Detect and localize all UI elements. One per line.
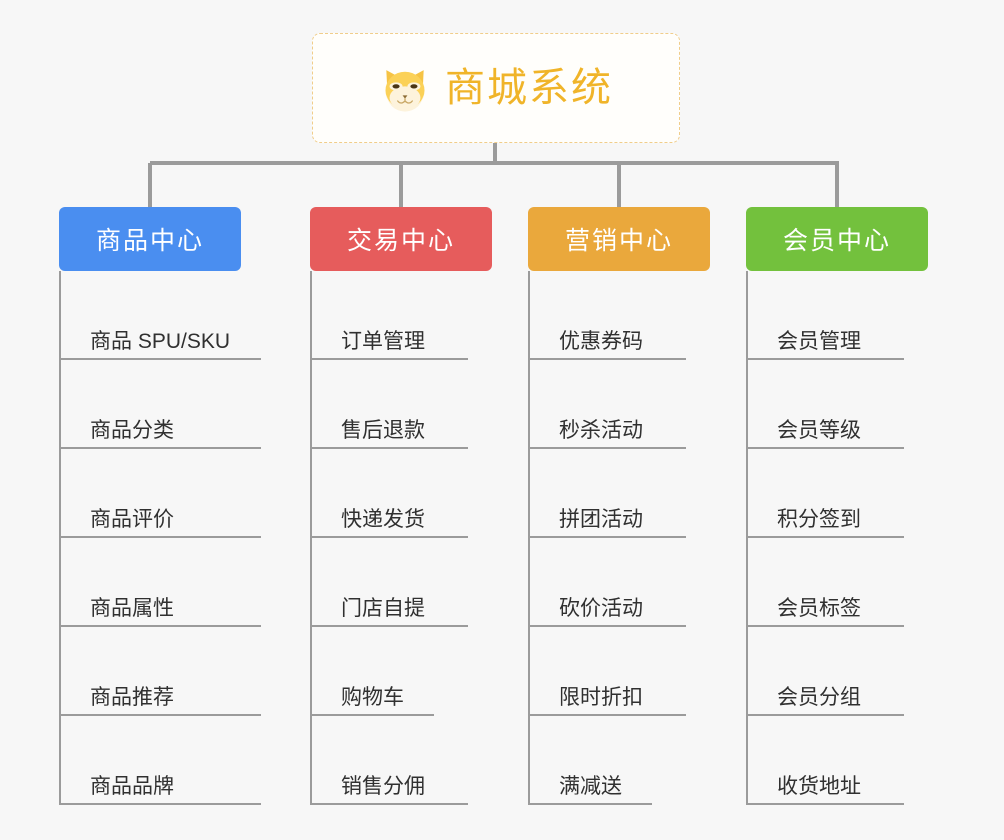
branch-item-rule bbox=[528, 447, 686, 449]
branch-item-label: 商品推荐 bbox=[90, 685, 174, 709]
branch-item-label: 快递发货 bbox=[341, 507, 425, 531]
branch-item-rule bbox=[310, 803, 468, 805]
branch-item[interactable]: 会员等级 bbox=[746, 360, 928, 449]
branch-item-rule bbox=[746, 803, 904, 805]
branch-spine bbox=[59, 271, 61, 805]
branch-item-label: 会员标签 bbox=[777, 596, 861, 620]
branch-item[interactable]: 商品属性 bbox=[59, 538, 261, 627]
branch-item[interactable]: 会员标签 bbox=[746, 538, 928, 627]
category-box[interactable]: 营销中心 bbox=[528, 207, 710, 271]
branch-item[interactable]: 满减送 bbox=[528, 716, 710, 805]
branch-item-rule bbox=[528, 803, 652, 805]
branch-item-rule bbox=[59, 447, 261, 449]
branch-item[interactable]: 快递发货 bbox=[310, 449, 492, 538]
branch-item-label: 砍价活动 bbox=[559, 596, 643, 620]
branch-item-rule bbox=[528, 625, 686, 627]
branch-item-label: 会员管理 bbox=[777, 329, 861, 353]
branch-item-rule bbox=[528, 358, 686, 360]
branch-item[interactable]: 会员管理 bbox=[746, 271, 928, 360]
branch-item-label: 满减送 bbox=[559, 774, 622, 798]
branch-item-label: 会员分组 bbox=[777, 685, 861, 709]
root-title: 商城系统 bbox=[445, 66, 613, 110]
branch-item-rule bbox=[310, 536, 468, 538]
branch-item-list: 商品 SPU/SKU 商品分类商品评价商品属性商品推荐商品品牌 bbox=[59, 271, 261, 805]
branch-item[interactable]: 商品分类 bbox=[59, 360, 261, 449]
branch-item-label: 售后退款 bbox=[341, 418, 425, 442]
branch-item-label: 会员等级 bbox=[777, 418, 861, 442]
branch-item[interactable]: 优惠券码 bbox=[528, 271, 710, 360]
branch-item-rule bbox=[746, 447, 904, 449]
category-box[interactable]: 会员中心 bbox=[746, 207, 928, 271]
branch-column: 交易中心订单管理售后退款快递发货门店自提购物车销售分佣 bbox=[310, 207, 492, 805]
branch-item-label: 商品品牌 bbox=[90, 774, 174, 798]
branch-item-label: 商品 SPU/SKU bbox=[90, 329, 231, 353]
branch-item[interactable]: 收货地址 bbox=[746, 716, 928, 805]
branch-item[interactable]: 订单管理 bbox=[310, 271, 492, 360]
branch-item-rule bbox=[528, 714, 686, 716]
branch-item[interactable]: 销售分佣 bbox=[310, 716, 492, 805]
branch-item-rule bbox=[310, 625, 468, 627]
branch-item[interactable]: 商品推荐 bbox=[59, 627, 261, 716]
branch-item-list: 优惠券码秒杀活动拼团活动砍价活动限时折扣满减送 bbox=[528, 271, 710, 805]
branch-column: 会员中心会员管理会员等级积分签到会员标签会员分组收货地址 bbox=[746, 207, 928, 805]
branch-item-rule bbox=[528, 536, 686, 538]
branch-item[interactable]: 限时折扣 bbox=[528, 627, 710, 716]
branch-item-rule bbox=[746, 625, 904, 627]
branch-item[interactable]: 砍价活动 bbox=[528, 538, 710, 627]
branch-column: 商品中心商品 SPU/SKU 商品分类商品评价商品属性商品推荐商品品牌 bbox=[59, 207, 261, 805]
branch-item-label: 积分签到 bbox=[777, 507, 861, 531]
branch-item-rule bbox=[310, 447, 468, 449]
branch-item-label: 商品分类 bbox=[90, 418, 174, 442]
shiba-dog-emoji bbox=[379, 62, 431, 114]
branch-spine bbox=[528, 271, 530, 805]
branch-item-label: 限时折扣 bbox=[559, 685, 643, 709]
branch-item[interactable]: 商品 SPU/SKU bbox=[59, 271, 261, 360]
branch-item[interactable]: 积分签到 bbox=[746, 449, 928, 538]
branch-item-rule bbox=[746, 358, 904, 360]
branch-item[interactable]: 售后退款 bbox=[310, 360, 492, 449]
branch-item-rule bbox=[59, 536, 261, 538]
branch-item-rule bbox=[310, 358, 468, 360]
branch-item[interactable]: 购物车 bbox=[310, 627, 492, 716]
branch-item-label: 商品评价 bbox=[90, 507, 174, 531]
category-box[interactable]: 商品中心 bbox=[59, 207, 241, 271]
branch-item-rule bbox=[59, 803, 261, 805]
branch-item-list: 订单管理售后退款快递发货门店自提购物车销售分佣 bbox=[310, 271, 492, 805]
branch-item-label: 商品属性 bbox=[90, 596, 174, 620]
branch-item[interactable]: 商品评价 bbox=[59, 449, 261, 538]
branch-item[interactable]: 秒杀活动 bbox=[528, 360, 710, 449]
branch-item-label: 秒杀活动 bbox=[559, 418, 643, 442]
branch-item-rule bbox=[59, 714, 261, 716]
branch-item[interactable]: 会员分组 bbox=[746, 627, 928, 716]
branch-item-rule bbox=[59, 358, 261, 360]
branch-item-rule bbox=[310, 714, 434, 716]
branch-item-label: 收货地址 bbox=[777, 774, 861, 798]
branch-column: 营销中心优惠券码秒杀活动拼团活动砍价活动限时折扣满减送 bbox=[528, 207, 710, 805]
branch-item-list: 会员管理会员等级积分签到会员标签会员分组收货地址 bbox=[746, 271, 928, 805]
branch-item[interactable]: 商品品牌 bbox=[59, 716, 261, 805]
branch-item-label: 销售分佣 bbox=[341, 774, 425, 798]
branch-item-rule bbox=[746, 714, 904, 716]
branch-spine bbox=[746, 271, 748, 805]
category-box[interactable]: 交易中心 bbox=[310, 207, 492, 271]
branch-item-rule bbox=[746, 536, 904, 538]
branch-item[interactable]: 门店自提 bbox=[310, 538, 492, 627]
root-node[interactable]: 商城系统 bbox=[312, 33, 680, 143]
branch-spine bbox=[310, 271, 312, 805]
branch-item-label: 优惠券码 bbox=[559, 329, 643, 353]
branch-item[interactable]: 拼团活动 bbox=[528, 449, 710, 538]
branch-item-rule bbox=[59, 625, 261, 627]
branch-item-label: 拼团活动 bbox=[559, 507, 643, 531]
branch-item-label: 订单管理 bbox=[341, 329, 425, 353]
branch-item-label: 门店自提 bbox=[341, 596, 425, 620]
branch-item-label: 购物车 bbox=[341, 685, 404, 709]
